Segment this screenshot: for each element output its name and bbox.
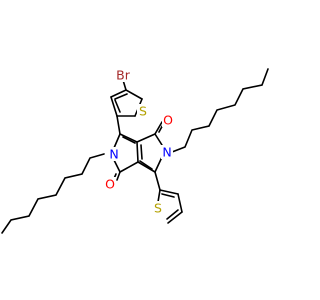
bond bbox=[125, 89, 143, 100]
bond bbox=[114, 93, 128, 100]
bond bbox=[110, 96, 118, 117]
sulfur-atom-label: S bbox=[154, 201, 162, 216]
molecule-canvas: Br S N N O O S bbox=[1, 68, 269, 234]
bromothiophene-ring bbox=[110, 79, 143, 135]
bond bbox=[110, 89, 127, 98]
octyl-chain-right bbox=[171, 68, 269, 153]
bond bbox=[154, 133, 163, 146]
bond bbox=[119, 133, 138, 143]
bond bbox=[177, 193, 183, 213]
bond bbox=[140, 144, 143, 160]
nitrogen-atom-label: N bbox=[162, 145, 171, 160]
bond bbox=[161, 193, 175, 198]
atom-labels: Br S N N O O S bbox=[104, 68, 174, 216]
sulfur-atom-label: S bbox=[139, 104, 147, 119]
bond bbox=[139, 160, 153, 170]
bond bbox=[122, 136, 136, 144]
bond bbox=[171, 68, 269, 153]
bond bbox=[116, 115, 121, 135]
bond bbox=[137, 161, 156, 173]
bond bbox=[136, 141, 139, 163]
bromine-atom-label: Br bbox=[116, 68, 131, 83]
oxygen-atom-label: O bbox=[105, 177, 115, 192]
thiophene-ring bbox=[154, 171, 183, 224]
octyl-chain-left bbox=[1, 153, 105, 234]
bond bbox=[166, 209, 179, 220]
bond bbox=[1, 153, 105, 234]
bond bbox=[154, 156, 163, 173]
bond bbox=[113, 159, 121, 173]
dpp-core bbox=[112, 120, 166, 182]
bond bbox=[157, 189, 161, 203]
bond bbox=[159, 189, 179, 195]
oxygen-atom-label: O bbox=[163, 113, 173, 128]
molecule-structure: Br S N N O O S bbox=[1, 68, 269, 234]
bond bbox=[113, 133, 121, 149]
bond bbox=[136, 133, 156, 143]
bond bbox=[154, 171, 161, 191]
bond bbox=[119, 161, 139, 173]
nitrogen-atom-label: N bbox=[109, 147, 118, 162]
bond bbox=[116, 171, 121, 181]
bond bbox=[154, 121, 163, 135]
bond bbox=[167, 211, 183, 224]
bond bbox=[114, 99, 121, 113]
